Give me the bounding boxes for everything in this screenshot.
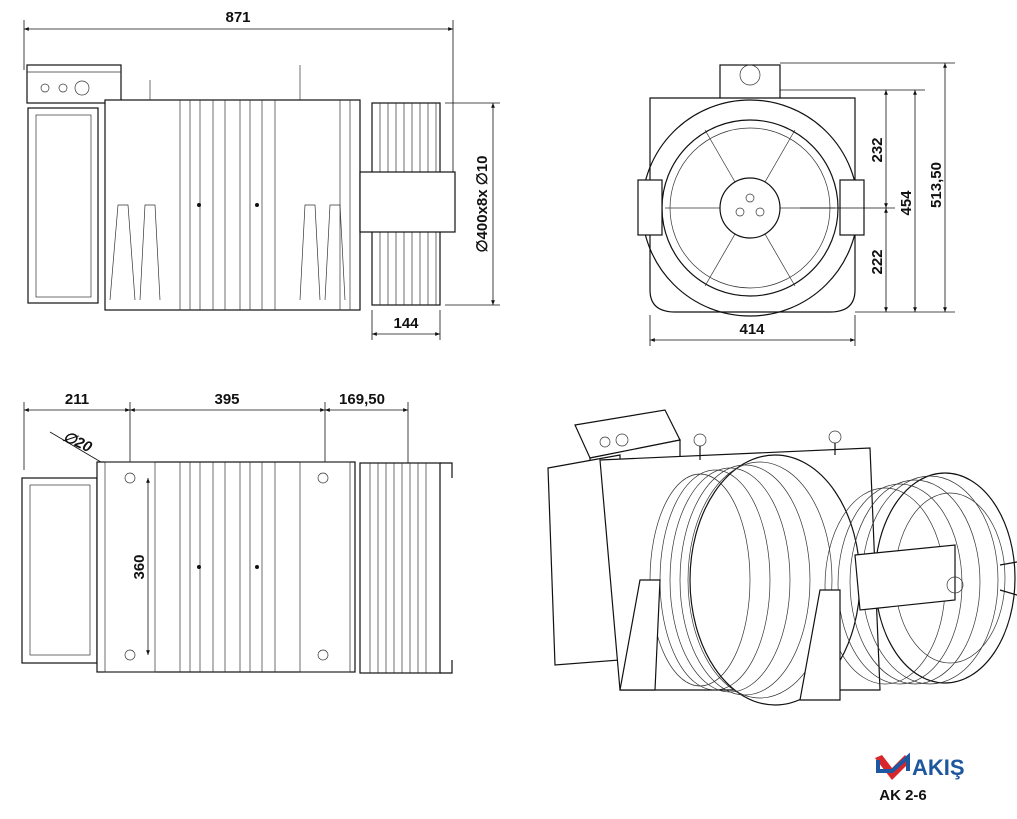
housing-height-label: 454 [898, 190, 915, 216]
overall-length-label: 871 [225, 9, 250, 26]
model-label: AK 2-6 [879, 787, 927, 804]
terminal-box [26, 64, 122, 104]
sheave-spec-label: ∅400x8x ∅10 [474, 155, 491, 252]
motor-body [104, 99, 361, 311]
lower-height-label: 222 [869, 249, 886, 274]
isometric-view [547, 409, 1017, 706]
dim-left-label: 211 [65, 391, 89, 408]
brake-fan-frame [27, 107, 99, 304]
side-view: 871 ∅400x8x ∅10 144 [23, 9, 500, 340]
front-view: 232 222 454 513,50 414 [637, 62, 955, 346]
brand-name: AKIŞ [912, 755, 965, 780]
akis-logo: AKIŞ AK 2-6 [875, 752, 965, 804]
traction-sheave [359, 462, 441, 674]
total-height-label: 513,50 [928, 162, 945, 208]
width-label: 414 [739, 321, 765, 338]
motor-body [96, 461, 356, 673]
dim-mid-label: 395 [214, 391, 239, 408]
sheave-width-label: 144 [393, 315, 419, 332]
hole-diameter-label: ∅20 [60, 428, 95, 456]
top-view: 211 395 169,50 ∅20 360 [21, 391, 453, 674]
hole-spacing-label: 360 [131, 554, 148, 579]
terminal-box [719, 64, 781, 101]
upper-height-label: 232 [869, 137, 886, 162]
dim-right-label: 169,50 [339, 391, 385, 408]
